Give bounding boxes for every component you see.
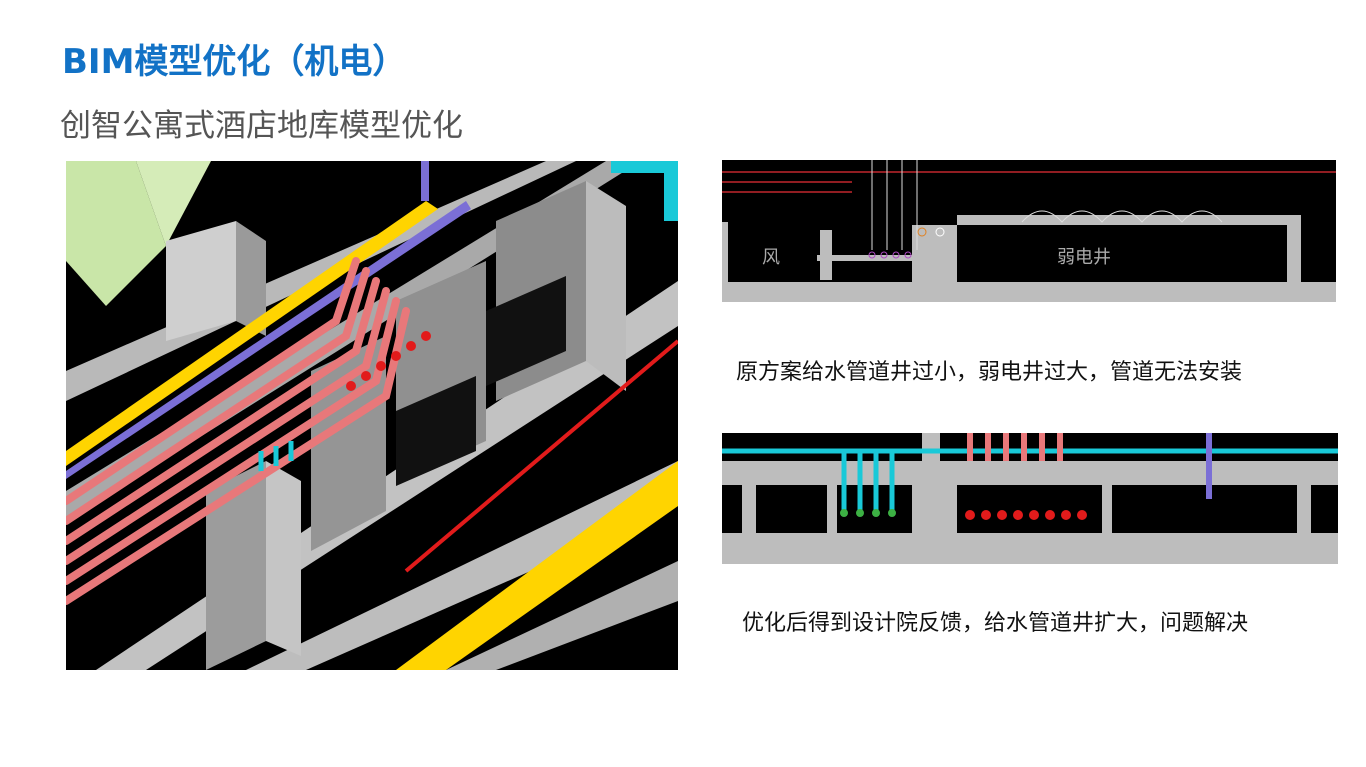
cad-label-feng: 风 — [762, 247, 780, 268]
cad-plan-after-icon — [722, 433, 1338, 564]
page-subtitle: 创智公寓式酒店地库模型优化 — [60, 108, 463, 144]
cad-plan-after-image — [722, 433, 1338, 564]
cad-plan-before-icon: 风 弱电井 — [722, 160, 1336, 302]
cad-label-ruodianjing: 弱电井 — [1057, 247, 1111, 268]
caption-after: 优化后得到设计院反馈，给水管道井扩大，问题解决 — [742, 611, 1249, 636]
bim-3d-model-image — [66, 161, 678, 670]
caption-before: 原方案给水管道井过小，弱电井过大，管道无法安装 — [736, 360, 1243, 385]
bim-3d-model-icon — [66, 161, 678, 670]
cad-plan-before-image: 风 弱电井 — [722, 160, 1336, 302]
page-title: BIM模型优化（机电） — [62, 42, 407, 82]
